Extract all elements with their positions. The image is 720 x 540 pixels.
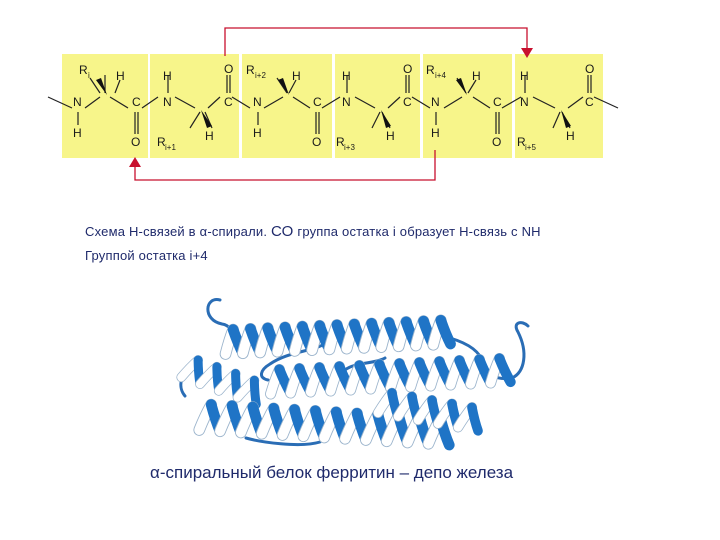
atom-n: N: [342, 95, 351, 109]
atom-o: O: [312, 135, 321, 149]
loop: [343, 356, 387, 372]
atom-labels: R i H N H C O H N R i+1 H O C R i+2 H N …: [73, 62, 594, 152]
ferritin-helix-bundle: [176, 298, 530, 451]
h-bond-scheme: R i H N H C O H N R i+1 H O C R i+2 H N …: [47, 27, 619, 181]
residue-panel: [150, 54, 239, 158]
caption-text: Схема Н-связей в α-спирали.: [85, 224, 271, 239]
atom-o: O: [224, 62, 233, 76]
atom-o: O: [131, 135, 140, 149]
residue-panel: [515, 54, 603, 158]
atom-h: H: [116, 69, 125, 83]
atom-o: O: [585, 62, 594, 76]
atom-c: C: [493, 95, 502, 109]
atom-h: H: [472, 69, 481, 83]
atom-o: O: [492, 135, 501, 149]
atom-r: R: [79, 63, 88, 77]
loop: [244, 436, 322, 447]
caption-line-2: Группой остатка i+4: [85, 248, 208, 263]
atom-h: H: [163, 69, 172, 83]
atom-c: C: [403, 95, 412, 109]
carbonyl-double-bonds: [137, 75, 592, 134]
atom-c: C: [132, 95, 141, 109]
atom-r: R: [246, 63, 255, 77]
arrowhead-bottom: [129, 157, 141, 167]
atom-r: R: [517, 135, 526, 149]
h-bond-arrows: [134, 27, 528, 181]
helix-ribbon-front: [249, 375, 261, 409]
atom-n: N: [520, 95, 529, 109]
protein-caption: α-спиральный белок ферритин – депо желез…: [150, 463, 514, 482]
atom-h: H: [386, 129, 395, 143]
atom-n: N: [73, 95, 82, 109]
atom-subscript: i+5: [525, 143, 536, 152]
residue-panels: [62, 54, 603, 158]
h-bond-arrow-top: [224, 27, 528, 56]
atom-h: H: [520, 69, 529, 83]
atom-h: H: [292, 69, 301, 83]
atom-h: H: [73, 126, 82, 140]
atom-r: R: [157, 135, 166, 149]
atom-subscript: i+4: [435, 71, 446, 80]
h-bond-arrow-bottom: [134, 150, 436, 181]
atom-c: C: [224, 95, 233, 109]
loop: [510, 321, 530, 380]
residue-panel: [242, 54, 332, 158]
atom-h: H: [253, 126, 262, 140]
atom-subscript: i+3: [344, 143, 355, 152]
caption-line-1: Схема Н-связей в α-спирали. СО группа ос…: [85, 220, 705, 244]
atom-c: C: [585, 95, 594, 109]
caption-co: СО: [270, 223, 294, 240]
residue-panel: [62, 54, 148, 158]
atom-r: R: [336, 135, 345, 149]
atom-n: N: [163, 95, 172, 109]
atom-subscript: i: [88, 71, 90, 80]
atom-h: H: [205, 129, 214, 143]
atom-subscript: i+1: [165, 143, 176, 152]
atom-r: R: [426, 63, 435, 77]
residue-panel: [335, 54, 420, 158]
helix-ribbon-front: [494, 353, 516, 388]
scheme-caption: Схема Н-связей в α-спирали. СО группа ос…: [85, 220, 705, 268]
atom-h: H: [566, 129, 575, 143]
atom-h: H: [431, 126, 440, 140]
stereo-wedges: [96, 78, 571, 128]
atom-n: N: [431, 95, 440, 109]
helix-ribbon-front: [467, 402, 483, 436]
atom-n: N: [253, 95, 262, 109]
atom-c: C: [313, 95, 322, 109]
atom-subscript: i+2: [255, 71, 266, 80]
residue-panel: [423, 54, 512, 158]
atom-o: O: [403, 62, 412, 76]
helix-ribbon-front: [435, 314, 456, 350]
arrowhead-top: [521, 48, 533, 58]
caption-text: группа остатка i образует Н-связь с NH: [293, 224, 541, 239]
helices: [176, 314, 516, 451]
atom-h: H: [342, 69, 351, 83]
